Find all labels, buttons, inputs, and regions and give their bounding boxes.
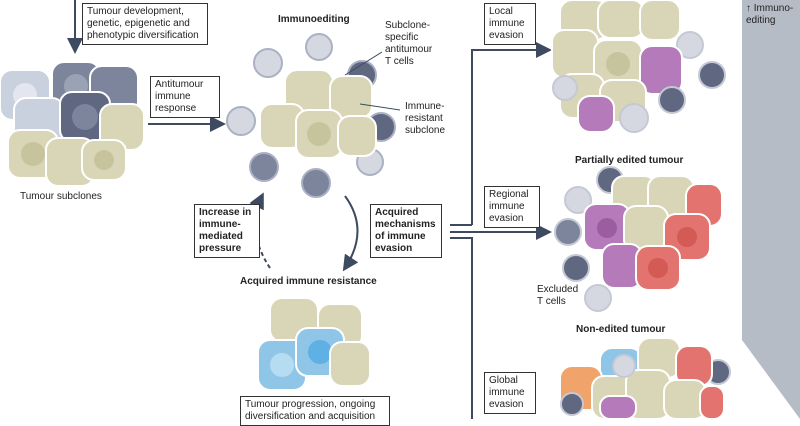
immunoediting-cluster [226, 33, 396, 198]
partially-edited-title: Partially edited tumour [575, 155, 684, 166]
arrow-branch-global [450, 237, 473, 419]
immunoediting-title: Immunoediting [278, 14, 350, 25]
non-edited-title: Non-edited tumour [576, 324, 666, 335]
arrow-branch-main [471, 42, 552, 225]
immunoediting-axis-label: ↑ Immuno-editing [746, 3, 794, 26]
tumour-development-label: Tumour development,genetic, epigenetic a… [82, 3, 208, 45]
tumour-subclones-cluster [0, 61, 145, 187]
tumour-subclones-label: Tumour subclones [20, 191, 102, 202]
non-edited-tumour [559, 337, 731, 420]
arrow-cycle-dashed [249, 192, 271, 269]
acquired-resistance-cluster [257, 297, 371, 391]
immunoediting-axis-wedge [742, 0, 800, 419]
arrow-cycle-solid [342, 195, 359, 272]
acquired-resistance-title: Acquired immune resistance [240, 276, 377, 287]
partially-edited-tumour [554, 166, 723, 312]
local-evasion-tumour [551, 0, 726, 133]
